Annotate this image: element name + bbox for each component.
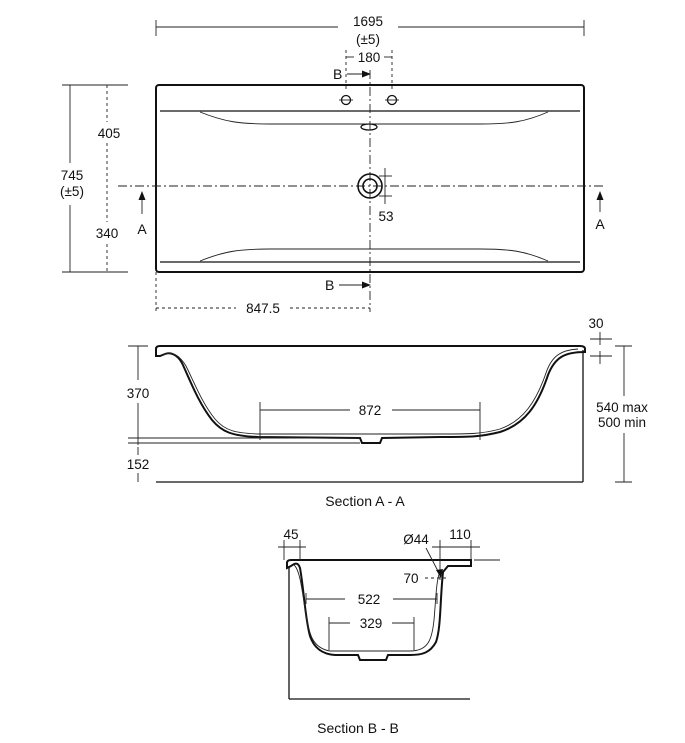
width-label: 745: [61, 168, 84, 183]
section-b-caption: Section B - B: [317, 720, 399, 736]
deck-width-label: 110: [449, 527, 471, 542]
overflow-icon: [360, 123, 378, 131]
section-a-a: 30 540 max 500 min 370 152 872 Section A…: [127, 316, 648, 509]
section-b-marker-bottom: B: [325, 277, 334, 293]
section-a-arrow-right-head: [596, 191, 604, 200]
section-a-bath-profile: [155, 345, 586, 444]
bowl-edge-top: [199, 111, 549, 125]
section-b-arrow-top-head: [362, 70, 371, 78]
tap-hole-right-icon: [385, 94, 399, 106]
section-b-arrow-bottom-head: [362, 281, 371, 289]
tap-spacing-label: 180: [358, 50, 381, 65]
rim-thickness-label: 30: [588, 316, 603, 331]
waste-outlet-icon: [357, 173, 383, 199]
hole-drop-label: 70: [403, 571, 418, 586]
upper-half-label: 405: [98, 126, 121, 141]
inner-width-label: 522: [358, 592, 381, 607]
hole-diameter-label: Ø44: [403, 532, 429, 547]
bath-outline: [155, 84, 585, 273]
height-min-label: 500 min: [598, 415, 646, 430]
section-b-b: 45 110 Ø44 70 522 329 Section B - B: [278, 527, 500, 736]
floor-width-label: 329: [360, 616, 383, 631]
waste-offset-label: 847.5: [246, 301, 280, 316]
length-label: 1695: [353, 14, 383, 29]
rim-width-label: 45: [283, 527, 298, 542]
section-a-marker-left: A: [137, 221, 147, 237]
floor-length-label: 872: [359, 403, 382, 418]
bowl-edge-bottom: [199, 248, 549, 262]
section-a-arrow-left-head: [138, 191, 146, 200]
section-b-marker-top: B: [333, 66, 342, 82]
lower-half-label: 340: [96, 226, 119, 241]
width-tolerance: (±5): [60, 184, 84, 199]
feet-height-label: 152: [127, 457, 150, 472]
section-b-inner-surface: [293, 564, 441, 652]
height-max-label: 540 max: [596, 400, 648, 415]
hole-leader-arrow: [436, 569, 443, 578]
section-a-marker-right: A: [595, 216, 605, 232]
section-a-caption: Section A - A: [325, 493, 405, 509]
tap-hole-left-icon: [339, 94, 353, 106]
waste-diameter-label: 53: [378, 209, 393, 224]
section-b-bath-profile: [286, 559, 472, 661]
length-tolerance: (±5): [356, 32, 380, 47]
section-a-inner-surface: [162, 348, 579, 435]
plan-view: 1695 (±5) 180 B: [60, 14, 605, 316]
depth-label: 370: [127, 386, 150, 401]
